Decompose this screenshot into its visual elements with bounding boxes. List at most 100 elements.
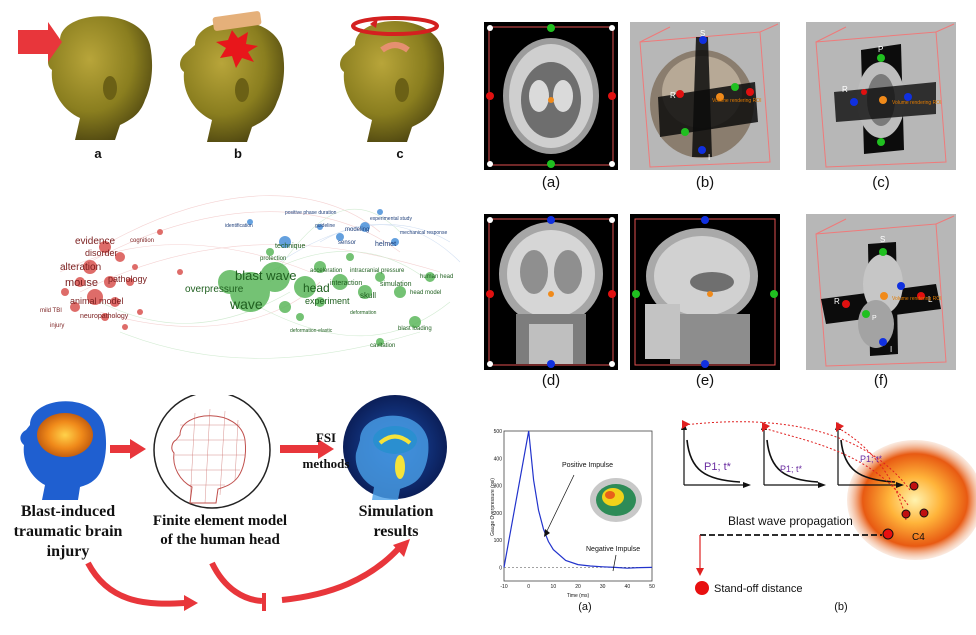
term-blast-wave: blast wave <box>235 268 296 283</box>
standoff-label: Stand-off distance <box>714 583 802 595</box>
axis-r-b: R <box>670 91 676 100</box>
term-experimental-study: experimental study <box>370 216 412 222</box>
y-axis-label: Gauge Overpressure (psi) <box>490 478 496 536</box>
x-tick-label: 10 <box>551 584 557 590</box>
x-tick-label: 20 <box>575 584 581 590</box>
blast-propagation-diagram: P1; t* P1; t* P1; t* Blast wave propagat… <box>681 420 976 595</box>
sensor-plot-3 <box>837 428 898 486</box>
axis-r-c: R <box>842 85 848 94</box>
rotation-arrow-icon <box>380 42 410 53</box>
mri-sagittal-panel <box>630 214 780 370</box>
term-intracranial-pressure: intracranial pressure <box>350 268 405 274</box>
term-wave: wave <box>229 296 263 312</box>
term-identification: identification <box>225 223 253 229</box>
term-simulation: simulation <box>380 281 412 288</box>
term-helmet: helmet <box>375 241 396 248</box>
axis-i-f: I <box>890 345 892 354</box>
graph-panel-label: (a) <box>578 601 592 613</box>
axis-s-f: S <box>880 235 885 244</box>
positive-impulse-label: Positive Impulse <box>562 462 613 469</box>
pulse-series-line <box>503 430 653 569</box>
head-impact-illustrations <box>18 11 445 142</box>
term-mild-tbi: mild TBI <box>40 308 62 314</box>
term-pathology: pathology <box>108 274 148 284</box>
term-guideline: guideline <box>315 223 335 229</box>
roi-label-f: Volume rendering ROI <box>892 296 941 302</box>
axis-r-f: R <box>834 297 840 306</box>
x-axis-label: Time (ms) <box>567 593 590 599</box>
roi-label-c: Volume rendering ROI <box>892 100 941 106</box>
mri-label-c: (c) <box>872 174 890 191</box>
charge-label: C4 <box>912 532 925 543</box>
mri-label-f: (f) <box>873 372 889 389</box>
sensor-plot-1 <box>683 428 745 486</box>
y-tick-label: 400 <box>494 456 503 462</box>
axis-l-f: L <box>928 295 933 304</box>
p-label-2: P1; t* <box>780 464 803 474</box>
y-tick-label: 300 <box>494 484 503 490</box>
rotation-ring-icon <box>351 16 439 36</box>
propagation-label: Blast wave propagation <box>728 514 853 528</box>
term-cavitation: cavitation <box>370 343 395 349</box>
helmet-inset-icon <box>590 478 642 522</box>
head-c <box>340 16 445 142</box>
impact-burst-icon <box>216 30 258 68</box>
falling-object-icon <box>212 11 262 31</box>
y-tick-label: 500 <box>494 429 503 435</box>
mri-axial-panel <box>484 22 618 170</box>
workflow-step-2-label: Finite element model of the human head <box>152 513 288 548</box>
workflow-diagram <box>20 395 447 611</box>
mri-label-b: (b) <box>695 174 715 191</box>
term-cognition: cognition <box>130 238 154 244</box>
fe-head-model-icon <box>153 395 271 509</box>
brain-injury-icon <box>20 401 107 500</box>
workflow-step-1-label: Blast-induced traumatic brain injury <box>13 503 123 560</box>
head-a <box>18 16 153 140</box>
term-mouse: mouse <box>65 277 98 289</box>
keyword-network-map: evidence disorder alteration mouse patho… <box>40 195 461 359</box>
flow-arrow-2 <box>280 439 334 459</box>
explosion-icon <box>847 440 976 560</box>
x-tick-label: 30 <box>600 584 606 590</box>
mri-label-a: (a) <box>541 174 561 191</box>
mri-label-d: (d) <box>541 372 561 389</box>
term-injury: injury <box>50 323 64 329</box>
term-interaction: interaction <box>330 280 362 287</box>
term-alteration: alteration <box>60 262 101 273</box>
p-label-3: P1; t* <box>860 454 883 464</box>
term-human-head: human head <box>420 274 453 280</box>
methods-label: methods <box>302 456 350 471</box>
term-experiment: experiment <box>305 296 350 306</box>
term-blast-loading: blast loading <box>398 326 432 332</box>
standoff-marker-icon <box>695 581 709 595</box>
y-tick-label: 100 <box>494 538 503 544</box>
head-label-a: a <box>94 146 102 161</box>
term-animal-model: animal model <box>70 296 124 306</box>
term-overpressure: overpressure <box>185 284 244 295</box>
axis-p-c: P <box>878 45 883 54</box>
negative-impulse-label: Negative Impulse <box>586 546 640 553</box>
term-modeling: modeling <box>345 227 369 233</box>
p-label-1: P1; t* <box>704 461 732 473</box>
term-acceleration: acceleration <box>310 268 342 274</box>
head-label-b: b <box>234 146 242 161</box>
roi-label-b: Volume rendering ROI <box>712 98 761 104</box>
x-tick-label: -10 <box>500 584 507 590</box>
term-sensor: sensor <box>338 240 356 246</box>
term-head-model: head model <box>410 290 441 296</box>
term-protection: protection <box>260 256 286 262</box>
term-disorder: disorder <box>85 248 118 258</box>
y-tick-label: 0 <box>499 565 502 571</box>
term-deformation: deformation <box>350 310 377 316</box>
fsi-label: FSI <box>315 430 337 445</box>
bottom-flow-arrows <box>85 544 403 607</box>
x-tick-label: 40 <box>625 584 631 590</box>
term-positive-phase-duration: positive phase duration <box>285 210 337 216</box>
sensor-plot-2 <box>763 428 820 486</box>
mri-orthogonal-planes-panel: S R L P I Volume rendering ROI <box>806 214 956 370</box>
term-evidence: evidence <box>75 236 115 247</box>
y-tick-label: 200 <box>494 511 503 517</box>
axis-i-b: I <box>708 153 710 162</box>
blast-panel-label: (b) <box>834 601 848 613</box>
